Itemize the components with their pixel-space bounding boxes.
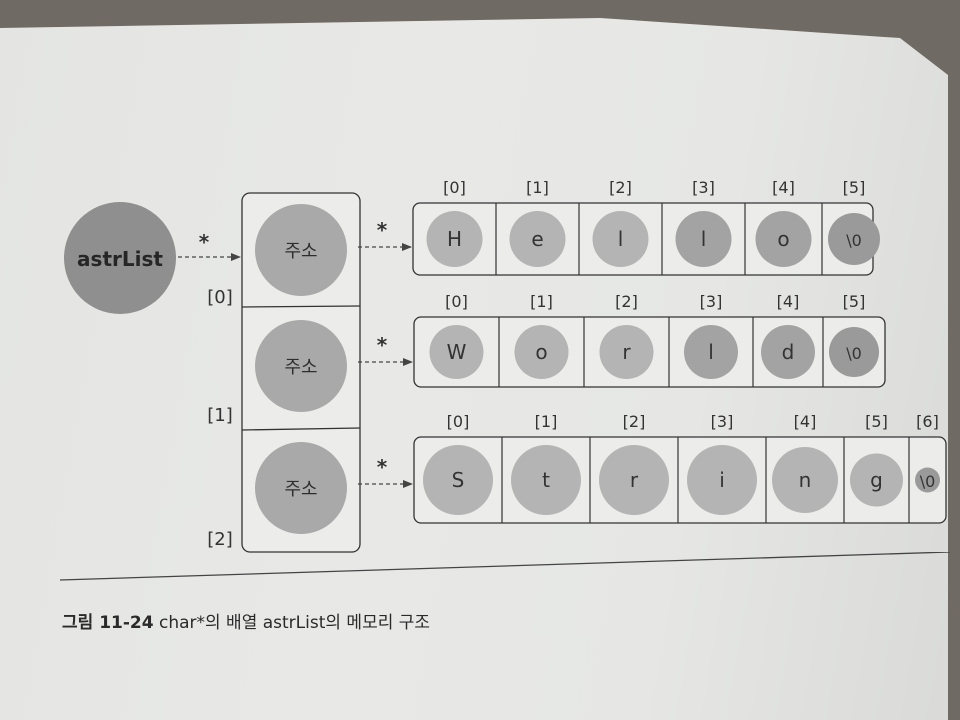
char-cell-value: l bbox=[618, 227, 624, 251]
char-index-label: [3] bbox=[692, 178, 715, 197]
caption-text: char*의 배열 astrList의 메모리 구조 bbox=[158, 613, 431, 633]
char-index-label: [3] bbox=[711, 412, 734, 431]
row-pointer-star: * bbox=[377, 218, 388, 242]
char-index-label: [2] bbox=[615, 292, 638, 311]
row-pointer-star: * bbox=[377, 455, 388, 479]
char-index-label: [3] bbox=[700, 292, 723, 311]
char-index-label: [5] bbox=[843, 178, 866, 197]
char-cell-circle bbox=[675, 211, 732, 267]
char-cell-value: \0 bbox=[846, 344, 862, 363]
char-index-label: [1] bbox=[526, 178, 549, 197]
char-cell-circle bbox=[829, 327, 879, 377]
char-index-label: [4] bbox=[794, 412, 817, 431]
char-cell-value: H bbox=[447, 227, 462, 251]
char-cell-value: l bbox=[708, 340, 714, 364]
outer-index-label: [2] bbox=[207, 529, 233, 550]
char-index-label: [2] bbox=[609, 178, 632, 197]
char-cell-value: o bbox=[777, 227, 789, 251]
char-cell-circle bbox=[772, 447, 838, 513]
char-cell-value: S bbox=[452, 468, 465, 492]
char-cell-value: t bbox=[542, 468, 550, 492]
char-index-label: [2] bbox=[623, 412, 646, 431]
char-cell-circle bbox=[755, 211, 812, 267]
char-index-label: [5] bbox=[865, 412, 888, 431]
char-cell-circle bbox=[761, 325, 815, 379]
figure-caption: 그림 11-24 char*의 배열 astrList의 메모리 구조 bbox=[62, 608, 430, 633]
char-cell-circle bbox=[592, 211, 649, 267]
address-label: 주소 bbox=[284, 357, 317, 378]
char-cell-circle bbox=[915, 467, 940, 493]
char-cell-circle bbox=[423, 445, 493, 515]
char-cell-circle bbox=[684, 325, 738, 379]
char-cell-value: \0 bbox=[920, 472, 936, 491]
address-circle bbox=[255, 204, 347, 296]
char-cell-circle bbox=[599, 445, 669, 515]
char-cell-circle bbox=[509, 211, 566, 267]
char-cell-value: g bbox=[870, 468, 883, 492]
address-circle bbox=[255, 320, 347, 412]
address-label: 주소 bbox=[284, 241, 317, 262]
char-cell-circle bbox=[511, 445, 581, 515]
char-cell-circle bbox=[850, 453, 903, 507]
char-cell-value: o bbox=[535, 340, 547, 364]
char-index-label: [1] bbox=[535, 412, 558, 431]
char-cell-circle bbox=[687, 445, 757, 515]
char-cell-value: \0 bbox=[846, 231, 862, 250]
address-label: 주소 bbox=[284, 479, 317, 500]
char-cell-circle bbox=[828, 213, 880, 265]
pointer-star: * bbox=[199, 230, 210, 254]
caption-divider bbox=[60, 552, 950, 581]
char-cell-value: W bbox=[447, 340, 467, 364]
char-cell-value: l bbox=[701, 227, 707, 251]
char-index-label: [0] bbox=[447, 412, 470, 431]
address-circle bbox=[255, 442, 347, 534]
char-index-label: [6] bbox=[916, 412, 939, 431]
char-cell-value: r bbox=[622, 340, 631, 364]
char-cell-value: r bbox=[630, 468, 639, 492]
char-index-label: [1] bbox=[530, 292, 553, 311]
char-cell-value: n bbox=[799, 468, 812, 492]
char-index-label: [0] bbox=[443, 178, 466, 197]
char-index-label: [4] bbox=[772, 178, 795, 197]
char-cell-value: i bbox=[719, 468, 725, 492]
char-index-label: [5] bbox=[843, 292, 866, 311]
astrlist-node bbox=[64, 202, 176, 314]
char-cell-circle bbox=[429, 325, 484, 379]
caption-number: 그림 11-24 bbox=[62, 613, 154, 633]
row-pointer-star: * bbox=[377, 333, 388, 357]
char-cell-circle bbox=[514, 325, 569, 379]
address-array-divider bbox=[241, 427, 361, 431]
char-cell-circle bbox=[426, 211, 483, 267]
char-cell-value: d bbox=[782, 340, 795, 364]
astrlist-label: astrList bbox=[77, 247, 163, 271]
address-array-divider bbox=[241, 305, 361, 308]
char-index-label: [4] bbox=[777, 292, 800, 311]
outer-index-label: [0] bbox=[207, 287, 233, 308]
outer-index-label: [1] bbox=[207, 405, 233, 426]
char-index-label: [0] bbox=[445, 292, 468, 311]
char-cell-circle bbox=[599, 325, 654, 379]
char-cell-value: e bbox=[531, 227, 543, 251]
